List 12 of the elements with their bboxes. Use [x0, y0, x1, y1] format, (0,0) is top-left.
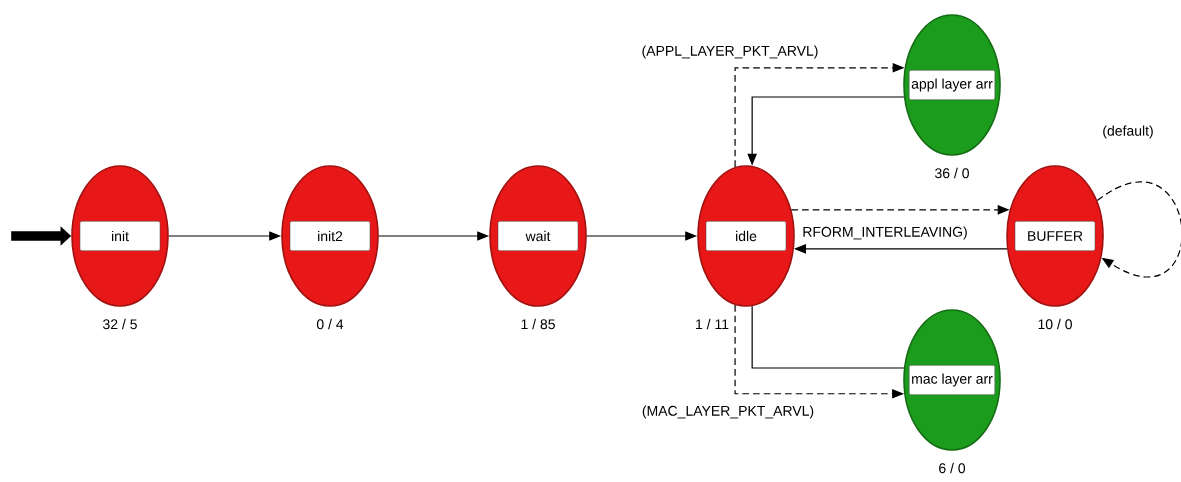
count-label: 32 / 5 — [103, 318, 137, 330]
count-label: 10 / 0 — [1038, 318, 1072, 330]
count-label: 1 / 85 — [521, 318, 555, 330]
count-label: 6 / 0 — [939, 462, 966, 474]
edge-label: (APPL_LAYER_PKT_ARVL) — [642, 45, 818, 59]
count-label: 36 / 0 — [935, 167, 969, 179]
edge-label: (default) — [1103, 125, 1153, 139]
edge-label: RFORM_INTERLEAVING) — [803, 226, 967, 240]
arrow — [1096, 181, 1181, 278]
count-label: 0 / 4 — [316, 318, 344, 330]
count-label: 1 / 11 — [696, 318, 729, 330]
edge-label: (MAC_LAYER_PKT_ARVL) — [642, 405, 814, 419]
